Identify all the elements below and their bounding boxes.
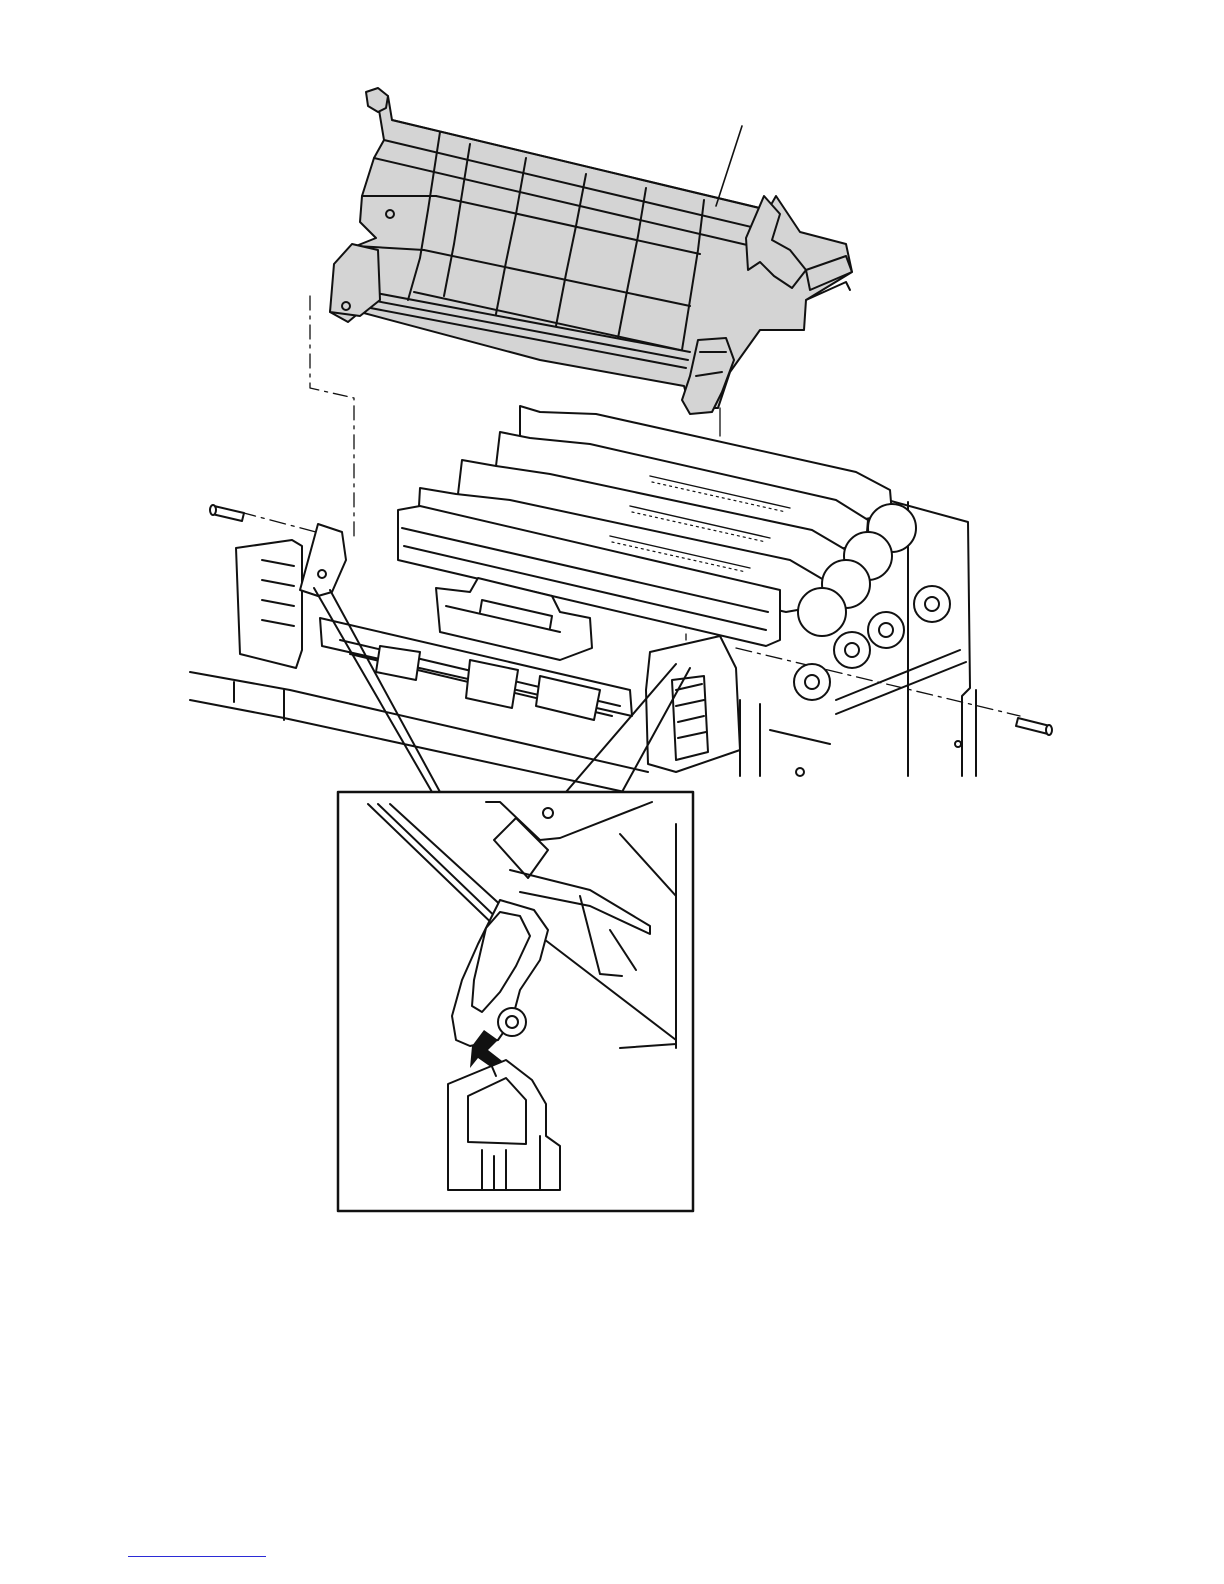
top-cover-assembly	[330, 88, 852, 414]
pivot-pin-right	[1016, 718, 1052, 735]
footer-rule	[128, 1556, 266, 1557]
drum-cartridge-bay	[190, 406, 976, 794]
detail-inset	[338, 792, 693, 1211]
pivot-pin-left	[210, 505, 244, 521]
